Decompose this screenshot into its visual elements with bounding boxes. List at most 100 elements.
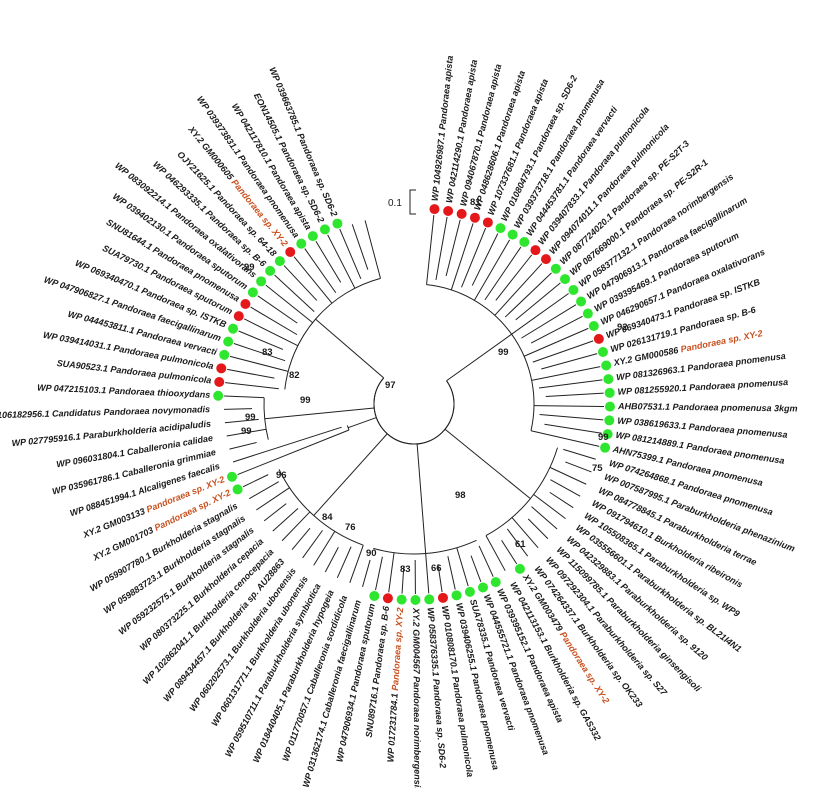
tree-branch xyxy=(362,559,371,588)
green-marker xyxy=(477,582,488,593)
tree-branch xyxy=(494,263,543,316)
green-marker xyxy=(464,586,475,597)
tree-branch xyxy=(257,295,298,324)
tree-branch xyxy=(501,540,518,565)
tree-branch xyxy=(302,530,323,559)
green-marker xyxy=(247,287,258,298)
tree-branch xyxy=(225,382,279,390)
green-marker xyxy=(600,442,611,453)
tree-branch xyxy=(541,353,598,370)
red-marker xyxy=(443,205,454,216)
tree-branch xyxy=(565,461,592,473)
tree-branch xyxy=(226,428,267,437)
tree-branch xyxy=(450,223,474,291)
tree-branch xyxy=(470,555,482,583)
green-marker xyxy=(550,263,561,274)
tree-branch xyxy=(437,564,443,592)
bootstrap-label: 82 xyxy=(289,370,300,381)
leaf: WP 106182956.1 Candidatus Pandoraea novy… xyxy=(0,404,210,420)
tree-branch xyxy=(313,531,336,566)
green-marker xyxy=(213,390,224,401)
bootstrap-label: 61 xyxy=(515,539,526,550)
green-marker xyxy=(369,590,380,601)
green-marker xyxy=(601,360,612,371)
tree-branch xyxy=(315,241,342,283)
tree-branch xyxy=(447,556,456,590)
green-marker xyxy=(424,594,435,605)
tree-branch xyxy=(229,355,289,372)
tree-branch xyxy=(495,254,533,301)
green-marker xyxy=(332,218,343,229)
scale-bar-label: 0.1 xyxy=(388,198,402,209)
tree-branch xyxy=(549,491,574,509)
green-marker xyxy=(588,320,599,331)
tree-branch xyxy=(336,546,352,579)
green-marker xyxy=(307,231,318,242)
tree-branch xyxy=(435,216,448,281)
tree-branch xyxy=(315,318,385,379)
tree-branch xyxy=(249,481,279,500)
tree-branch xyxy=(293,256,333,304)
green-marker xyxy=(296,238,307,249)
tree-branch xyxy=(471,233,499,286)
tree-branch xyxy=(533,494,566,520)
tree-branch xyxy=(473,239,511,301)
bootstrap-label: 96 xyxy=(276,470,287,481)
tree-branch xyxy=(250,306,298,336)
green-marker xyxy=(576,296,587,307)
bootstrap-label: 81 xyxy=(470,197,481,208)
tree-branch xyxy=(549,466,587,485)
bootstrap-label: 83 xyxy=(262,347,273,358)
green-marker xyxy=(582,308,593,319)
tree-branch xyxy=(531,506,558,530)
red-marker xyxy=(530,245,541,256)
tree-branch xyxy=(456,547,469,587)
green-marker xyxy=(568,285,579,296)
green-marker xyxy=(319,224,330,235)
tree-branch xyxy=(563,448,596,460)
leaf: AHB07531.1 Pandoraea pnomenusa 3kgm xyxy=(604,401,798,414)
tree-branch xyxy=(227,368,275,379)
green-marker xyxy=(232,484,243,495)
bootstrap-label: 99 xyxy=(244,262,255,273)
tree-branch xyxy=(531,366,601,381)
green-marker xyxy=(410,594,421,605)
green-marker xyxy=(219,349,230,360)
tree-branch xyxy=(224,418,259,424)
leaf: WP 047215103.1 Pandoraea thiooxydans xyxy=(37,382,224,401)
bootstrap-label: 76 xyxy=(345,522,356,533)
green-marker xyxy=(602,429,613,440)
green-marker xyxy=(396,594,407,605)
tree-branch xyxy=(263,503,287,522)
tree-branch xyxy=(511,293,569,335)
green-marker xyxy=(560,274,571,285)
tree-branch xyxy=(224,395,265,399)
bootstrap-label: 99 xyxy=(245,412,256,423)
tree-branch xyxy=(484,246,522,301)
red-marker xyxy=(482,217,493,228)
tree-branch xyxy=(527,518,549,540)
tree-branch xyxy=(351,224,369,270)
red-marker xyxy=(240,299,251,310)
tree-branch xyxy=(349,545,364,583)
tree-branch xyxy=(364,220,381,279)
red-marker xyxy=(469,212,480,223)
leaf-label: WP 047215103.1 Pandoraea thiooxydans xyxy=(37,382,211,399)
tree-branch xyxy=(265,284,313,324)
tree-branch xyxy=(401,565,405,594)
leaf-label: WP 081255920.1 Pandoraea pnomenusa xyxy=(617,377,788,397)
green-marker xyxy=(604,387,615,398)
tree-branch xyxy=(445,219,461,277)
tree-arc xyxy=(278,469,364,546)
green-marker xyxy=(597,347,608,358)
tree-branch xyxy=(544,423,602,434)
bootstrap-label: 99 xyxy=(300,395,311,406)
tree-branch xyxy=(416,443,427,554)
tree-branch xyxy=(538,379,603,389)
leaf-label: AHB07531.1 Pandoraea pnomenusa 3kgm xyxy=(617,401,798,413)
tree-branch xyxy=(304,248,337,294)
tree-branch xyxy=(375,556,383,591)
tree-branch xyxy=(425,553,430,594)
